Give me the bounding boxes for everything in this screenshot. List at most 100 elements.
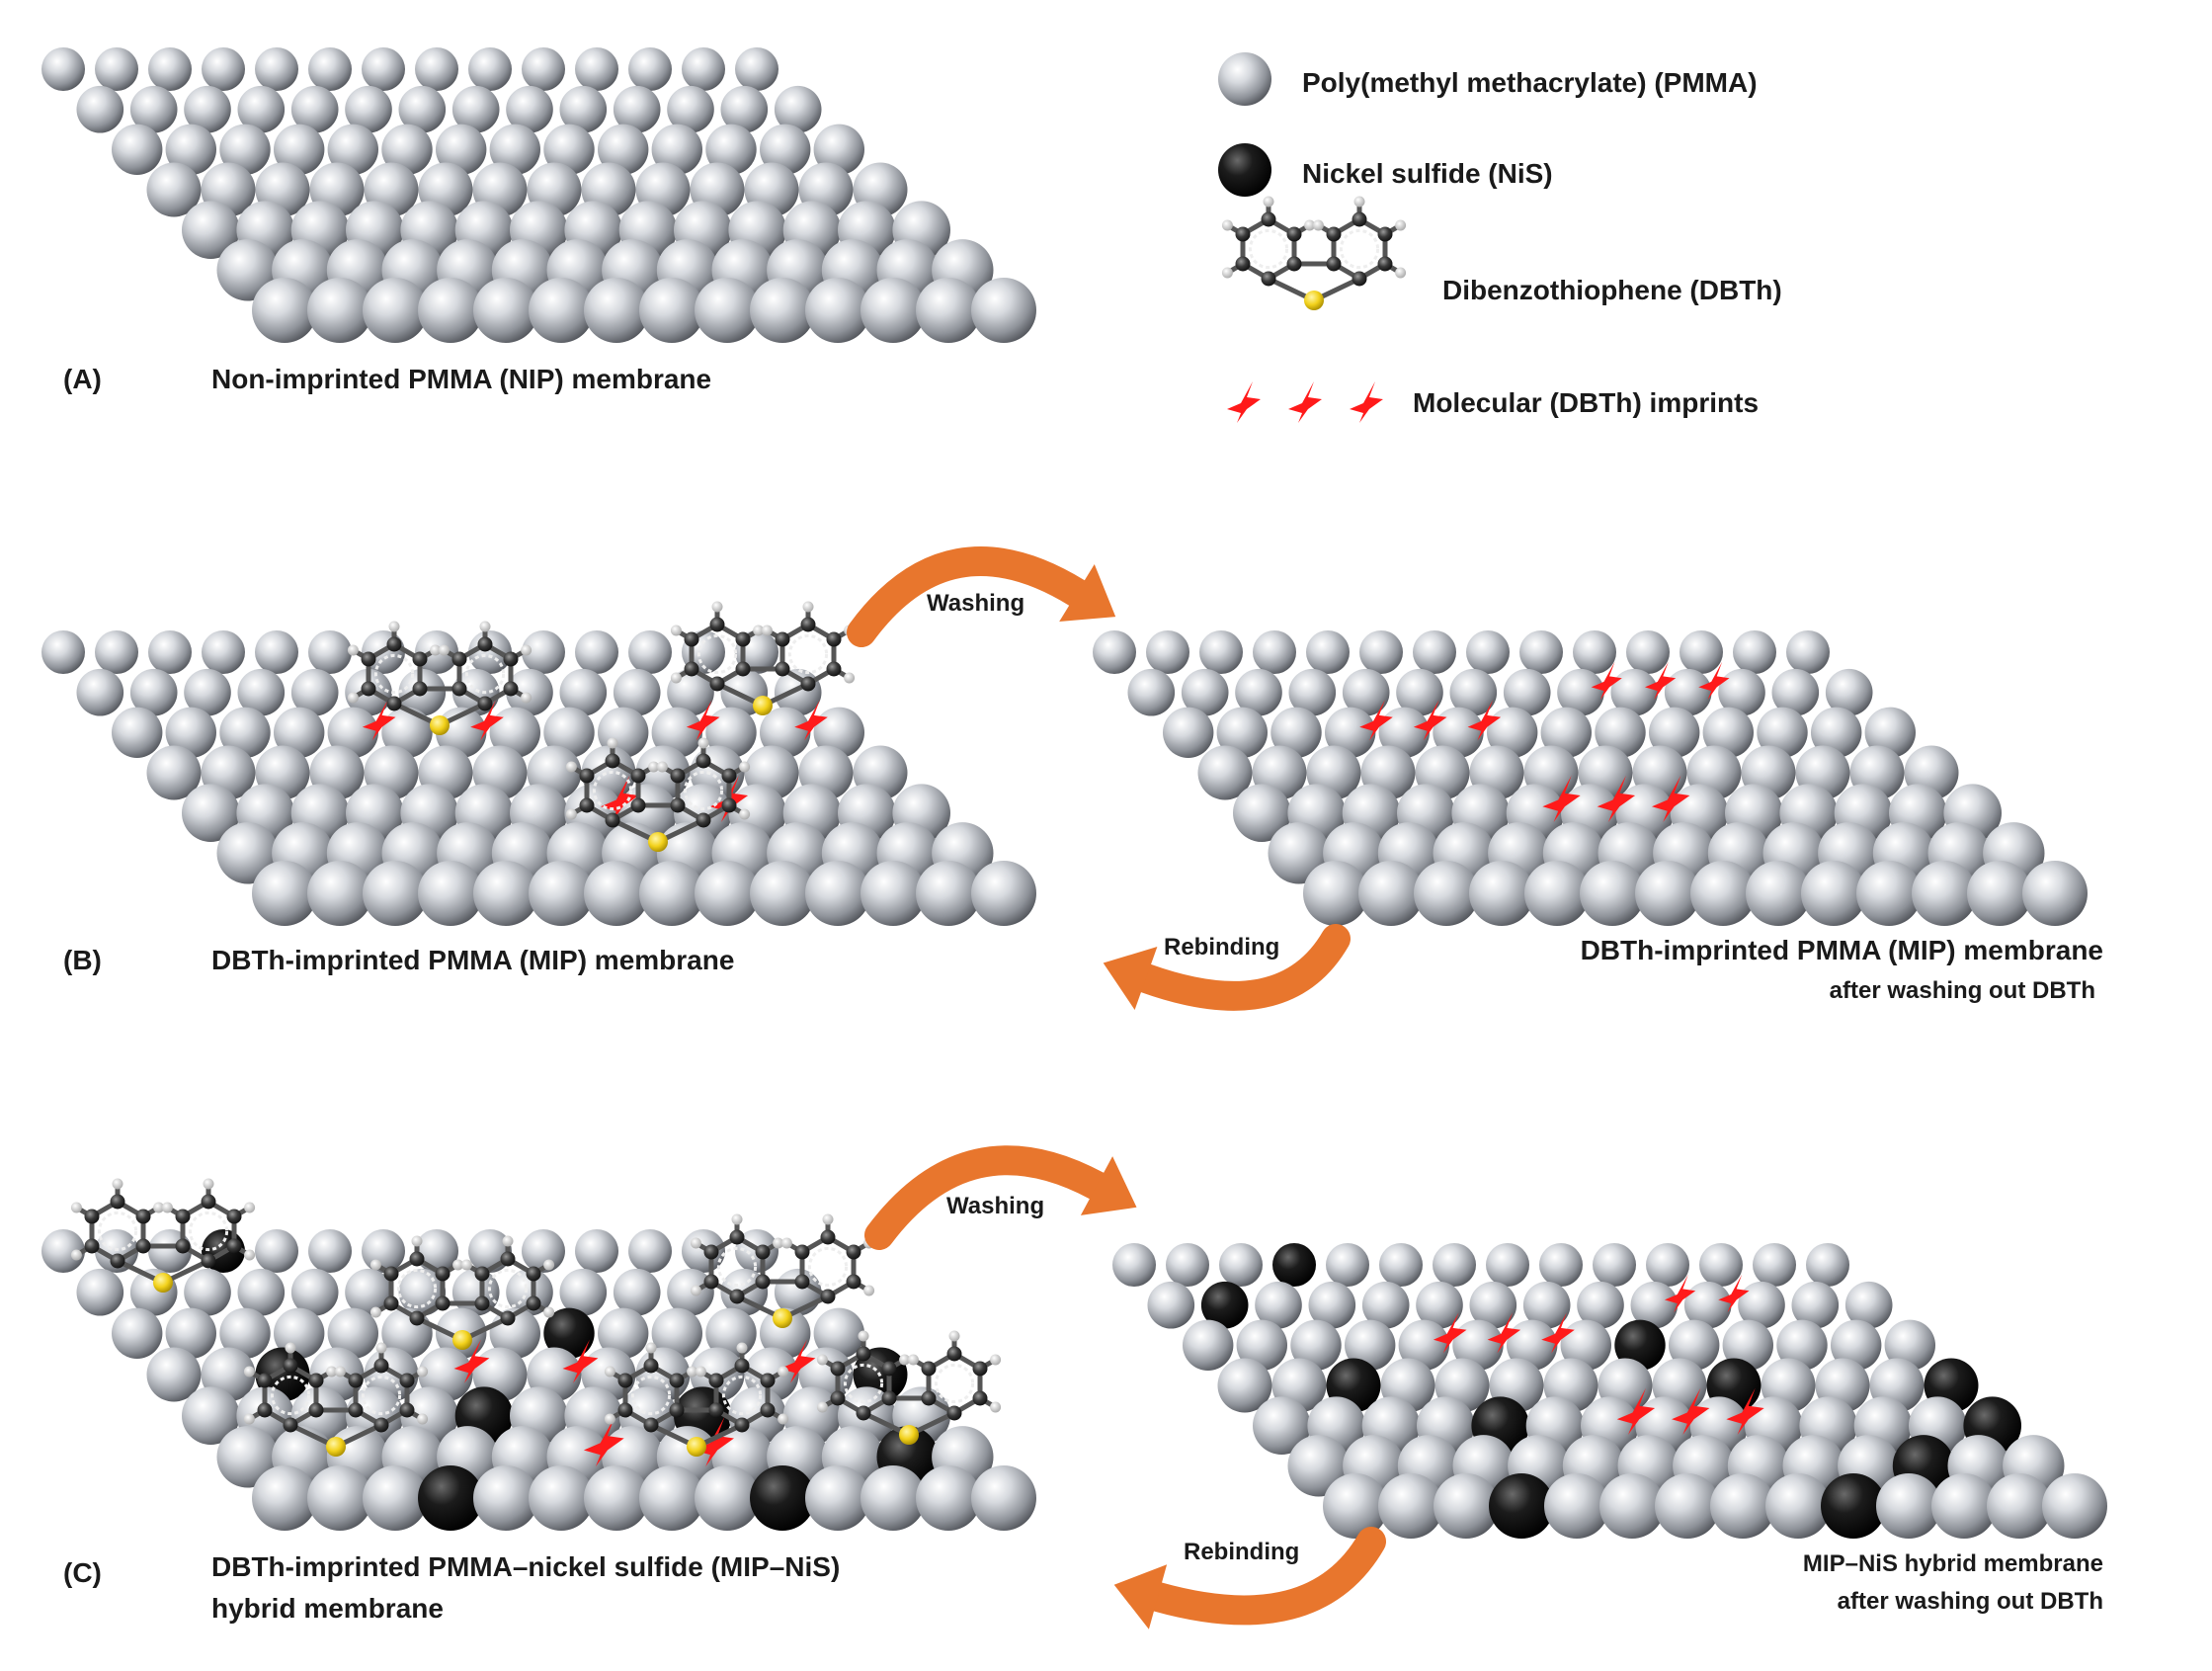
pmma-sphere	[184, 668, 231, 716]
pmma-sphere	[255, 630, 298, 674]
hydrogen-atom	[778, 1413, 789, 1425]
pmma-sphere	[1216, 707, 1269, 758]
carbon-atom	[734, 1358, 750, 1374]
pmma-sphere	[1434, 1473, 1499, 1539]
pmma-sphere	[362, 1229, 405, 1273]
pmma-sphere	[1664, 668, 1712, 716]
hydrogen-atom	[687, 1366, 698, 1378]
pmma-sphere	[720, 85, 769, 133]
imprint-mark	[1288, 381, 1322, 423]
panel-c-caption-left-1: DBTh-imprinted PMMA–nickel sulfide (MIP–…	[211, 1551, 841, 1582]
pmma-sphere	[1524, 861, 1590, 926]
pmma-sphere	[628, 47, 672, 91]
carbon-atom	[709, 617, 725, 632]
panel-c-caption-right-2: after washing out DBTh	[1837, 1588, 2103, 1615]
pmma-sphere	[750, 278, 815, 343]
carbon-atom	[386, 696, 402, 711]
pmma-sphere	[1507, 1319, 1558, 1372]
pmma-sphere	[202, 47, 245, 91]
carbon-atom	[630, 797, 646, 813]
pmma-sphere	[436, 124, 487, 175]
hydrogen-atom	[502, 1235, 514, 1247]
pmma-sphere	[76, 85, 124, 133]
pmma-sphere	[148, 47, 192, 91]
pmma-sphere	[529, 278, 594, 343]
dbth-molecule	[604, 1342, 789, 1457]
pmma-sphere	[182, 1386, 240, 1445]
legend-imprint-marks	[1227, 381, 1383, 423]
carbon-atom	[703, 1274, 719, 1290]
pmma-sphere	[216, 822, 279, 884]
carbon-atom	[412, 681, 428, 697]
pmma-sphere	[129, 668, 178, 716]
panel-b-washing-label: Washing	[927, 590, 1025, 617]
pmma-sphere	[860, 1465, 926, 1531]
hydrogen-atom	[802, 601, 814, 613]
pmma-sphere	[860, 861, 926, 926]
imprint-mark	[470, 700, 504, 741]
carbon-atom	[373, 1358, 389, 1374]
carbon-atom	[684, 661, 699, 677]
pmma-sphere	[805, 1465, 870, 1531]
carbon-atom	[946, 1346, 962, 1362]
pmma-sphere	[1308, 1281, 1356, 1329]
pmma-sphere	[1560, 1319, 1612, 1372]
pmma-sphere	[1679, 630, 1723, 674]
pmma-sphere	[1718, 668, 1765, 716]
hydrogen-atom	[411, 1235, 423, 1247]
carbon-atom	[617, 1373, 633, 1388]
carbon-atom	[856, 1346, 871, 1362]
pmma-sphere	[695, 1465, 760, 1531]
legend-nis-label: Nickel sulfide (NiS)	[1302, 158, 1553, 189]
carbon-atom	[708, 1373, 724, 1388]
pmma-sphere	[628, 1229, 672, 1273]
pmma-sphere	[1325, 707, 1376, 758]
pmma-sphere	[1378, 707, 1431, 758]
pmma-sphere	[1486, 1243, 1529, 1287]
pmma-sphere	[559, 85, 608, 133]
pmma-sphere	[473, 861, 538, 926]
carbon-atom	[308, 1402, 324, 1418]
pmma-sphere	[216, 239, 279, 301]
aromatic-ring	[487, 1268, 529, 1309]
hydrogen-atom	[203, 1178, 214, 1190]
pmma-sphere	[1197, 745, 1253, 800]
dbth-molecule	[369, 1235, 555, 1350]
carbon-atom	[708, 1402, 724, 1418]
hydrogen-atom	[244, 1202, 256, 1213]
pmma-sphere	[695, 861, 760, 926]
hydrogen-atom	[753, 625, 765, 636]
pmma-sphere	[1710, 1473, 1775, 1539]
pmma-sphere	[529, 1465, 594, 1531]
pmma-sphere	[598, 124, 649, 175]
pmma-sphere	[805, 861, 870, 926]
pmma-sphere	[1635, 861, 1700, 926]
pmma-sphere	[705, 707, 757, 758]
membrane-nip	[41, 47, 1036, 343]
pmma-sphere	[1753, 1243, 1796, 1287]
pmma-sphere	[1378, 1473, 1443, 1539]
pmma-sphere	[1146, 630, 1189, 674]
carbon-atom	[348, 1373, 364, 1388]
carbon-atom	[477, 636, 493, 652]
carbon-atom	[451, 651, 467, 667]
pmma-sphere	[451, 85, 500, 133]
hydrogen-atom	[430, 644, 442, 656]
pmma-sphere	[1738, 1281, 1785, 1329]
pmma-sphere	[1469, 861, 1534, 926]
pmma-sphere	[1323, 1473, 1388, 1539]
pmma-sphere	[506, 1268, 553, 1316]
pmma-sphere	[613, 1268, 661, 1316]
imprint-mark	[1487, 1312, 1521, 1354]
carbon-atom	[474, 1295, 490, 1311]
carbon-atom	[605, 753, 620, 769]
pmma-sphere	[1844, 1281, 1893, 1329]
pmma-sphere	[1539, 1243, 1583, 1287]
arrow-shaft	[1143, 1527, 1386, 1626]
pmma-sphere	[1326, 1243, 1369, 1287]
pmma-sphere	[1093, 630, 1136, 674]
carbon-atom	[500, 1251, 516, 1267]
hydrogen-atom	[417, 1413, 429, 1425]
imprint-mark	[1718, 1274, 1750, 1313]
carbon-atom	[361, 651, 376, 667]
